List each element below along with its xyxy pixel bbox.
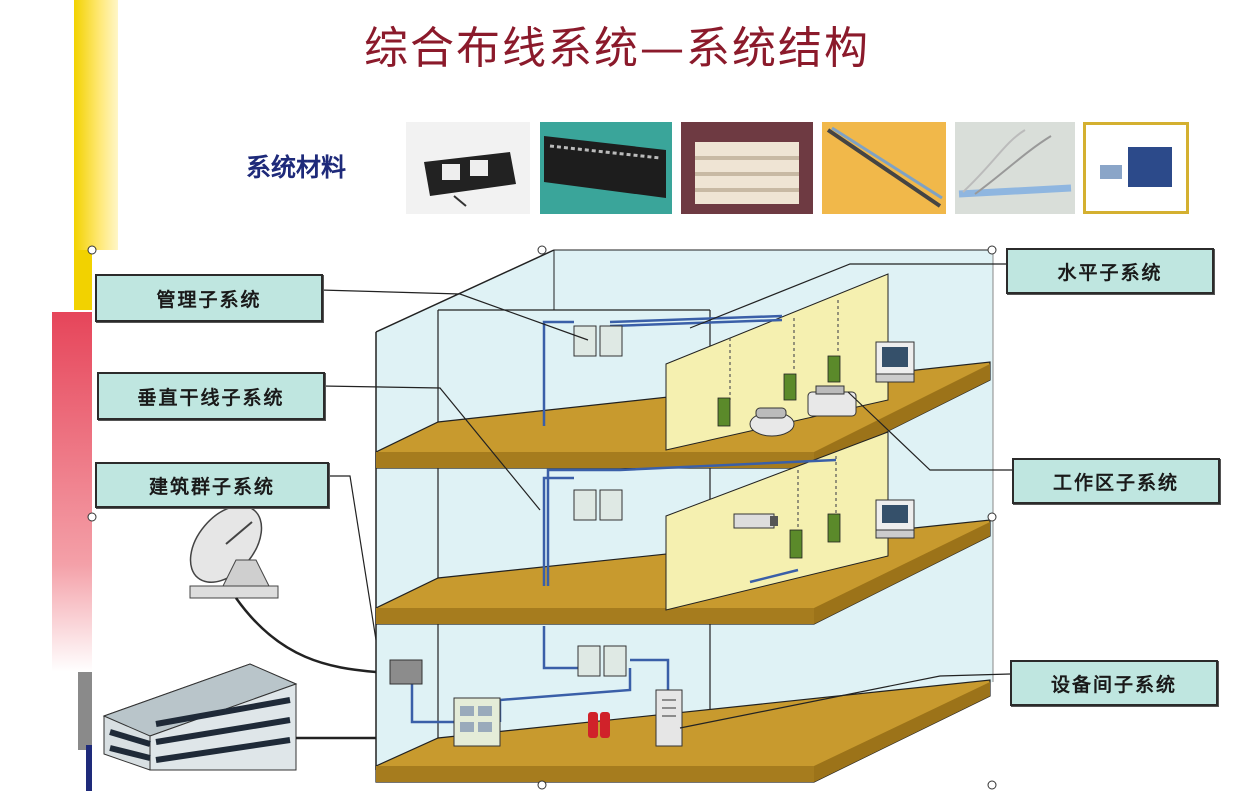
fax-machine [807, 385, 857, 417]
fire-extinguisher [588, 712, 610, 738]
material-wiring-block-image [681, 122, 813, 214]
computer-top [875, 341, 915, 383]
label-management-subsystem: 管理子系统 [95, 274, 323, 322]
label-vertical-backbone-subsystem: 垂直干线子系统 [97, 372, 325, 420]
red-side-bar [52, 312, 92, 672]
pbx-cabinet [453, 697, 501, 747]
satellite-dish [189, 505, 279, 599]
cable-lines [410, 314, 837, 724]
gray-side-bar [78, 672, 92, 750]
label-equipment-room-subsystem: 设备间子系统 [1010, 660, 1218, 706]
remote-building [102, 663, 298, 771]
security-camera [733, 513, 778, 529]
yellow-side-bar-lower [74, 250, 92, 310]
floor-bottom [375, 679, 991, 783]
label-horizontal-subsystem: 水平子系统 [1006, 248, 1214, 294]
material-connector-image [1083, 122, 1189, 214]
navy-side-bar [86, 745, 92, 791]
material-twisted-pair-image [955, 122, 1075, 214]
wall-terminal-box [389, 659, 423, 685]
computer-middle [875, 499, 915, 539]
label-building-complex-subsystem: 建筑群子系统 [95, 462, 329, 508]
server-rack [655, 689, 683, 747]
materials-label: 系统材料 [246, 153, 347, 182]
material-fiber-cable-image [822, 122, 946, 214]
material-patch-panel-image [540, 122, 672, 214]
page-title: 综合布线系统—系统结构 [364, 23, 870, 74]
label-work-area-subsystem: 工作区子系统 [1012, 458, 1220, 504]
material-faceplate-image [406, 122, 530, 214]
telephone [749, 407, 795, 437]
yellow-side-bar [74, 0, 118, 250]
